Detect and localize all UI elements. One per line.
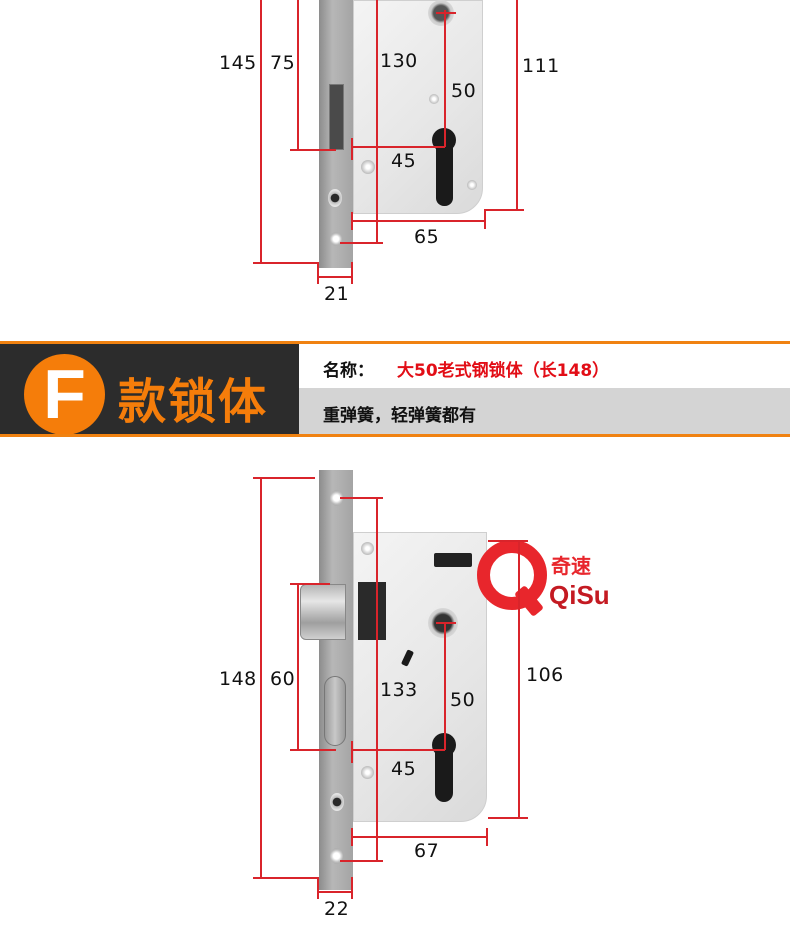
model-title: 款锁体 [118,374,269,430]
lower-screw-hole-top [330,490,343,506]
band-top-border [0,341,790,344]
upper-dim-backset: 45 [391,150,417,172]
lower-latch-pocket [358,582,386,640]
lower-lock-diagram: 奇速 QiSu 148 60 133 50 106 45 67 22 [0,460,790,948]
lower-screw-top [361,542,374,555]
upper-screw-hole-1 [328,189,342,207]
lower-dim-faceplate-width: 22 [324,898,350,920]
band-bottom-border [0,434,790,437]
upper-lock-case [353,0,483,214]
name-row: 名称： 大50老式钢锁体（长148） [299,344,790,388]
upper-latch-slot [329,84,344,150]
brand-name-cn: 奇速 [551,554,591,578]
upper-dim-center-distance: 50 [451,80,477,102]
lower-deadbolt-slot [324,676,346,746]
upper-dim-case-height: 111 [522,55,560,77]
lower-screw-bottom [361,766,374,779]
upper-dim-faceplate-width: 21 [324,283,350,305]
name-value: 大50老式钢锁体（长148） [397,361,610,381]
lower-screw-hole-mid [330,793,344,811]
lower-latch-bolt [300,584,346,640]
description-row: 重弹簧，轻弹簧都有 [299,388,790,434]
upper-screw [361,160,375,174]
brand-name-en: QiSu [549,580,610,610]
model-title-block: F 款锁体 [0,344,299,435]
lower-dim-latch-offset: 60 [270,668,296,690]
lower-dim-case-depth: 67 [414,840,440,862]
lower-screw-hole-bottom [330,848,343,864]
lower-dim-total-height: 148 [219,668,257,690]
description-text: 重弹簧，轻弹簧都有 [323,406,476,426]
lower-dim-backset: 45 [391,758,417,780]
upper-dim-screw-span: 130 [380,50,418,72]
upper-screw-hole-2 [330,232,342,246]
lock-model-header: F 款锁体 名称： 大50老式钢锁体（长148） 重弹簧，轻弹簧都有 [0,341,790,437]
lower-dim-screw-span: 133 [380,679,418,701]
upper-cylinder-slot [436,146,453,206]
lower-lock-case [353,532,487,822]
lower-top-slot [434,553,472,567]
upper-lock-diagram: 145 75 130 50 111 45 65 21 [0,0,790,330]
upper-dim-case-depth: 65 [414,226,440,248]
upper-dim-latch-offset: 75 [270,52,296,74]
lower-dim-case-height: 106 [526,664,564,686]
name-label: 名称： [323,361,374,381]
lower-dim-center-distance: 50 [450,689,476,711]
upper-dim-total-height: 145 [219,52,257,74]
model-letter-badge: F [24,354,105,435]
upper-rivet-1 [429,94,439,104]
lower-cylinder-slot [435,750,453,802]
upper-rivet-2 [467,180,477,190]
